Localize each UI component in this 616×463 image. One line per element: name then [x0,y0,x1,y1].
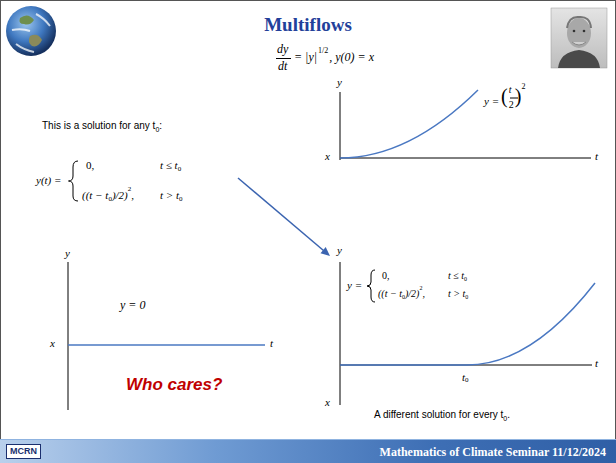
curve-label: y = 0 [120,299,145,311]
formula: )/2) [405,289,419,299]
axis-label: x [50,338,55,349]
brace [69,161,79,201]
axis-label: t [462,372,465,383]
footer-band: Mathematics of Climate Seminar 11/12/202… [0,440,616,463]
axis-label: y [337,77,342,88]
subscript: 0 [155,126,159,133]
formula: t > t [160,190,179,201]
formula: ((t − t [82,190,108,201]
solution-line [68,344,265,346]
arrow-head [321,247,331,256]
emphasis-text: Who cares? [126,376,222,393]
curve-label: y = [484,96,499,107]
formula: ((t − t [378,289,402,299]
superscript: 2 [419,285,422,291]
subscript: 0 [464,276,467,282]
note-text: This is a solution for any t [42,121,155,131]
formula: t > t [448,289,465,299]
subscript: 0 [178,166,182,173]
earth-land [29,35,42,47]
note-text: : [159,121,162,131]
equation: = |y| [294,51,317,63]
equation: dt [278,60,287,72]
curve-label: 2 [509,100,514,110]
superscript: 2 [521,83,525,91]
formula: t ≤ t [160,160,178,171]
subscript: 0 [179,196,183,203]
curve-label: ) [515,86,522,106]
solution-curve [340,90,478,158]
axis-label: x [325,397,330,408]
axis-label: y [337,245,342,256]
equation: dy [277,43,288,55]
subscript: 0 [465,377,469,384]
formula: 0, [86,160,94,171]
portrait-hair [567,17,591,28]
note-text: . [507,410,510,420]
slide-title: Multiflows [0,15,616,34]
formula: )/2) [112,190,128,201]
portrait-eye [573,30,576,33]
logo: MCRN [6,444,41,459]
note-text: A different solution for every t [374,410,503,420]
formula: , [131,190,134,201]
slide-frame [1,1,616,440]
earth-land [20,15,35,24]
fraction-bar [276,58,291,59]
portrait-head [567,18,591,48]
subscript: 0 [402,294,405,300]
subscript: 0 [465,294,468,300]
equation-exponent: 1/2 [318,47,328,55]
formula: , [422,289,425,299]
curve-label: t [509,85,512,95]
earth-globe [6,6,56,56]
earth-clouds [12,14,50,52]
axis-label: t [595,151,598,162]
subscript: 0 [503,415,507,422]
plot-axis [68,262,69,410]
formula: 0, [382,271,390,281]
pointer-arrow [238,178,324,251]
formula: y(t) = [36,175,61,186]
axis-label: y [65,248,70,259]
brace [367,270,375,302]
footer-text: Mathematics of Climate Seminar 11/12/202… [380,446,606,458]
curve-label: ( [501,86,508,106]
portrait-photo [551,8,607,68]
solution-curve [340,283,595,365]
portrait-beard [572,42,586,45]
plot-axis [340,158,591,159]
plot-axis [340,92,341,160]
axis-label: t [270,338,273,349]
portrait-body [558,50,600,68]
portrait-eye [583,30,586,33]
subscript: 0 [108,196,112,203]
superscript: 2 [128,186,132,193]
axis-label: t [595,358,598,369]
formula: y = [347,280,362,291]
plot-axis [340,262,341,405]
formula: t ≤ t [448,271,464,281]
axis-label: x [325,151,330,162]
equation: , y(0) = x [329,51,374,63]
